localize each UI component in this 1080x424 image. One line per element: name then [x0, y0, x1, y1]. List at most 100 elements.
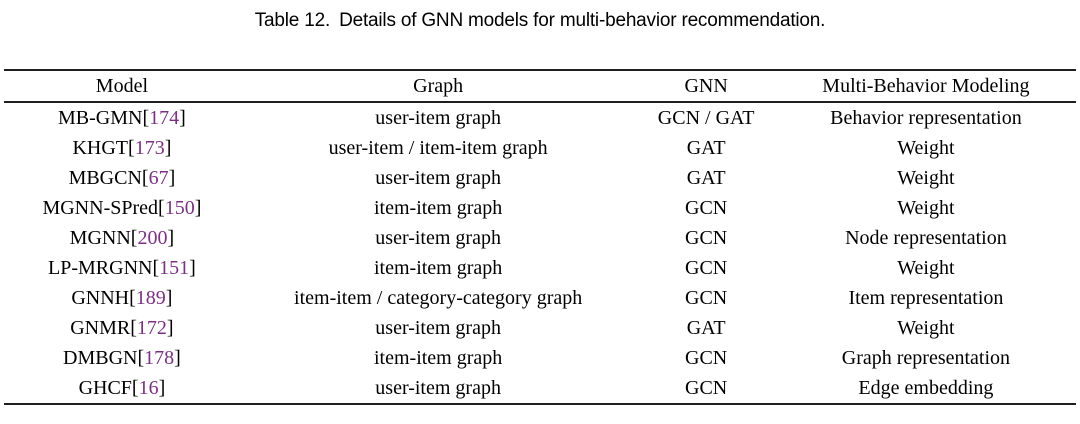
gnn-cell: GCN — [685, 196, 728, 219]
citation-bracket-open: [ — [152, 256, 160, 279]
modeling-cell: Item representation — [848, 286, 1004, 309]
citation-link[interactable]: 174 — [149, 106, 180, 129]
table-body: MB-GMN[174] user-item graph GCN / GAT Be… — [4, 102, 1076, 404]
model-name: MB-GMN — [58, 106, 143, 129]
model-cell: KHGT[173] — [4, 133, 240, 163]
gnn-cell: GCN — [685, 346, 728, 369]
model-name: GNNH — [71, 286, 130, 309]
model-name: MBGCN — [68, 166, 142, 189]
citation-bracket-open: [ — [142, 106, 150, 129]
citation-link[interactable]: 173 — [134, 136, 165, 159]
modeling-cell: Weight — [897, 196, 955, 219]
citation-link[interactable]: 178 — [144, 346, 175, 369]
table-caption-text: Details of GNN models for multi-behavior… — [339, 10, 826, 31]
model-cell: LP-MRGNN[151] — [4, 253, 240, 283]
citation-bracket-open: [ — [130, 226, 138, 249]
table-row: DMBGN[178] item-item graph GCN Graph rep… — [4, 343, 1076, 373]
citation-bracket-close: ] — [164, 136, 172, 159]
column-header-graph: Graph — [239, 70, 637, 103]
modeling-cell: Weight — [897, 316, 955, 339]
citation-bracket-close: ] — [158, 376, 166, 399]
model-name: GHCF — [78, 376, 132, 399]
model-name: DMBGN — [63, 346, 138, 369]
citation-bracket-open: [ — [141, 166, 149, 189]
graph-cell: item-item graph — [373, 256, 503, 279]
model-name: KHGT — [72, 136, 129, 159]
table-row: MGNN-SPred[150] item-item graph GCN Weig… — [4, 193, 1076, 223]
citation-link[interactable]: 67 — [148, 166, 169, 189]
citation-link[interactable]: 150 — [164, 196, 195, 219]
graph-cell: user-item graph — [375, 226, 501, 249]
column-header-modeling: Multi-Behavior Modeling — [775, 70, 1076, 103]
citation-bracket-open: [ — [131, 376, 139, 399]
table-header: Model Graph GNN Multi-Behavior Modeling — [4, 70, 1076, 103]
table-row: MGNN[200] user-item graph GCN Node repre… — [4, 223, 1076, 253]
citation-bracket-close: ] — [167, 226, 175, 249]
graph-cell: user-item graph — [375, 166, 501, 189]
table-header-row: Model Graph GNN Multi-Behavior Modeling — [4, 70, 1076, 103]
citation-bracket-close: ] — [166, 316, 174, 339]
model-name: GNMR — [70, 316, 131, 339]
graph-cell: user-item graph — [375, 316, 501, 339]
citation-bracket-open: [ — [130, 316, 137, 339]
citation-bracket-close: ] — [168, 166, 176, 189]
citation-bracket-close: ] — [194, 196, 202, 219]
modeling-cell: Node representation — [845, 226, 1007, 249]
graph-cell: item-item / category-category graph — [294, 286, 583, 309]
table-row: MBGCN[67] user-item graph GAT Weight — [4, 163, 1076, 193]
table-row: MB-GMN[174] user-item graph GCN / GAT Be… — [4, 102, 1076, 133]
modeling-cell: Edge embedding — [858, 376, 994, 399]
table-caption-label: Table 12. — [254, 10, 331, 31]
citation-bracket-open: [ — [129, 286, 136, 309]
gnn-cell: GCN — [685, 226, 728, 249]
model-name: LP-MRGNN — [48, 256, 153, 279]
model-name: MGNN-SPred — [42, 196, 159, 219]
citation-link[interactable]: 200 — [137, 226, 168, 249]
citation-link[interactable]: 16 — [138, 376, 159, 399]
graph-cell: item-item graph — [373, 196, 503, 219]
graph-cell: item-item graph — [373, 346, 503, 369]
model-cell: DMBGN[178] — [4, 343, 240, 373]
table-row: GHCF[16] user-item graph GCN Edge embedd… — [4, 373, 1076, 404]
gnn-cell: GCN / GAT — [657, 106, 755, 129]
citation-bracket-close: ] — [165, 286, 173, 309]
table-row: LP-MRGNN[151] item-item graph GCN Weight — [4, 253, 1076, 283]
table-row: GNMR[172] user-item graph GAT Weight — [4, 313, 1076, 343]
model-cell: GNMR[172] — [4, 313, 240, 343]
citation-bracket-open: [ — [137, 346, 145, 369]
table-caption: Table 12. Details of GNN models for multi… — [0, 8, 1080, 34]
model-cell: MB-GMN[174] — [4, 102, 240, 133]
graph-cell: user-item graph — [375, 376, 501, 399]
modeling-cell: Graph representation — [841, 346, 1011, 369]
model-cell: MBGCN[67] — [4, 163, 240, 193]
model-cell: GHCF[16] — [4, 373, 240, 404]
model-cell: MGNN-SPred[150] — [4, 193, 240, 223]
gnn-models-table: Model Graph GNN Multi-Behavior Modeling … — [4, 69, 1076, 405]
model-cell: MGNN[200] — [4, 223, 240, 253]
citation-bracket-close: ] — [179, 106, 186, 129]
column-header-model: Model — [4, 70, 240, 103]
gnn-cell: GCN — [685, 376, 728, 399]
model-cell: GNNH[189] — [4, 283, 240, 313]
citation-bracket-open: [ — [158, 196, 165, 219]
gnn-cell: GAT — [686, 166, 726, 189]
modeling-cell: Weight — [897, 166, 955, 189]
modeling-cell: Behavior representation — [830, 106, 1022, 129]
gnn-cell: GAT — [686, 316, 726, 339]
citation-bracket-close: ] — [189, 256, 196, 279]
modeling-cell: Weight — [897, 256, 955, 279]
gnn-cell: GAT — [686, 136, 726, 159]
citation-link[interactable]: 151 — [159, 256, 190, 279]
graph-cell: user-item / item-item graph — [328, 136, 548, 159]
model-name: MGNN — [69, 226, 131, 249]
gnn-cell: GCN — [685, 286, 728, 309]
modeling-cell: Weight — [897, 136, 955, 159]
table-row: GNNH[189] item-item / category-category … — [4, 283, 1076, 313]
table-row: KHGT[173] user-item / item-item graph GA… — [4, 133, 1076, 163]
citation-link[interactable]: 172 — [136, 316, 167, 339]
graph-cell: user-item graph — [375, 106, 501, 129]
gnn-cell: GCN — [685, 256, 728, 279]
citation-bracket-open: [ — [128, 136, 135, 159]
citation-link[interactable]: 189 — [135, 286, 166, 309]
